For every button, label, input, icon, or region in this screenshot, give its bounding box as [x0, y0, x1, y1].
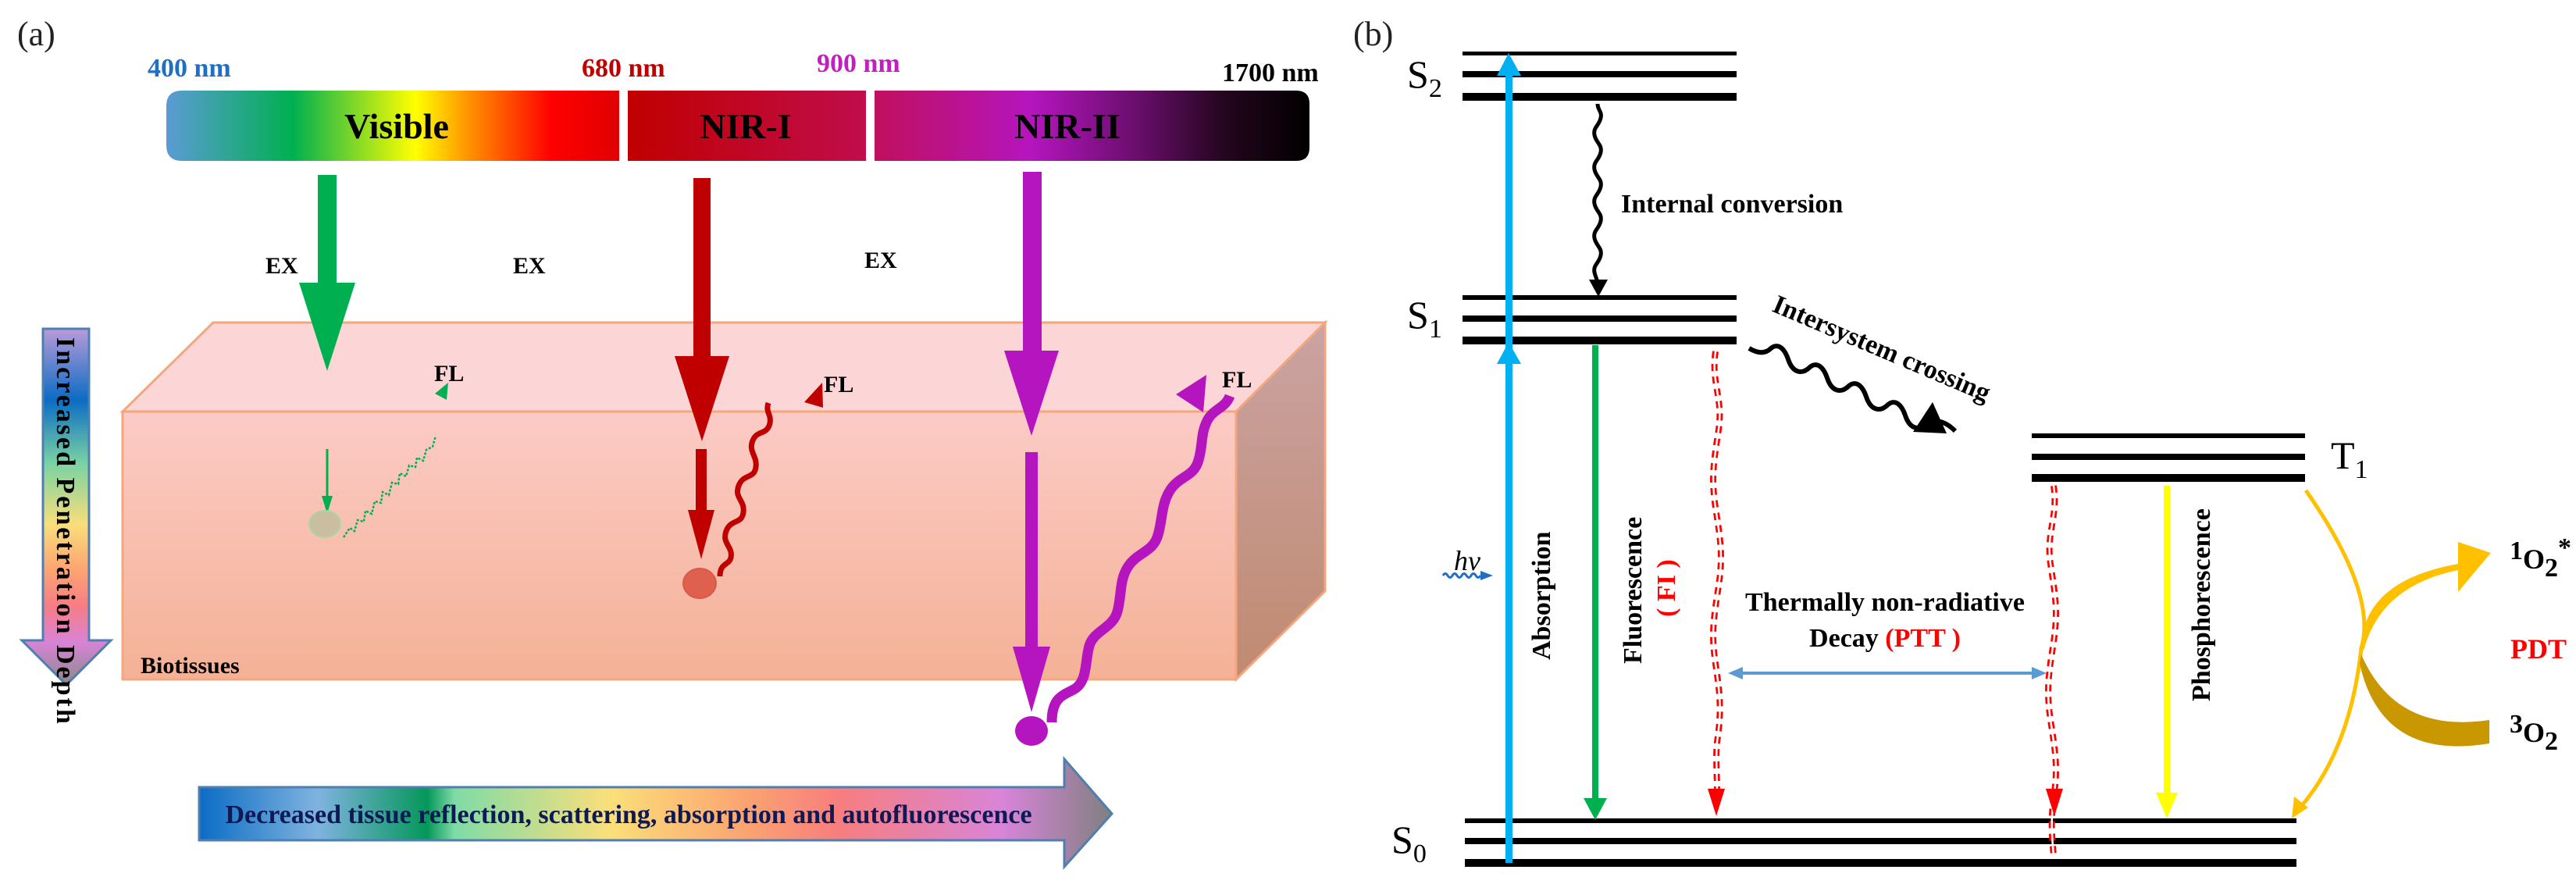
nonradiative-decay-s1	[1708, 351, 1725, 816]
decreased-scattering-label: Decreased tissue reflection, scattering,…	[225, 800, 1031, 829]
panel-a-label: (a)	[17, 15, 55, 53]
tissue-label: Biotissues	[141, 653, 240, 679]
pdt-label: PDT	[2510, 633, 2567, 665]
penetration-depth-label: Increased Penetration Depth	[51, 337, 80, 726]
visible-excitation-arrow	[299, 175, 355, 514]
t1-label: T1	[2331, 433, 2368, 484]
ex-label-nir2: EX	[864, 248, 897, 273]
visible-fluorescence-wave	[342, 383, 448, 538]
intersystem-crossing-arrow	[1748, 344, 1958, 433]
pdt-energy-transfer-arc	[2292, 489, 2367, 818]
thermal-decay-label-line1: Thermally non-radiative	[1745, 588, 2025, 617]
intersystem-crossing-label: Intersystem crossing	[1769, 290, 1994, 408]
photon-label: hv	[1454, 545, 1480, 576]
fl-label-visible: FL	[434, 361, 464, 387]
nir2-target	[1015, 716, 1048, 746]
singlet-oxygen-label: 1O2*	[2510, 533, 2571, 583]
spectrum-bar: Visible NIR-I NIR-II	[166, 91, 1309, 161]
t1-levels	[2032, 433, 2305, 482]
ex-label-nir1: EX	[513, 253, 546, 279]
photon-hv: hv	[1441, 545, 1493, 580]
band-visible	[166, 91, 619, 161]
pdt-oxygen-arrow	[2360, 542, 2491, 747]
nir1-excitation-arrow	[675, 178, 729, 559]
nir1-fluorescence-wave	[717, 383, 823, 577]
wavelength-400-label: 400 nm	[148, 54, 231, 83]
fl-label-nir1: FL	[824, 372, 853, 397]
fluorescence-abbr-label: ( FI )	[1652, 559, 1681, 617]
fluorescence-arrow	[1584, 345, 1607, 820]
absorption-arrow	[1497, 53, 1521, 863]
s2-label: S2	[1407, 52, 1442, 103]
band-nir2-label: NIR-II	[1014, 106, 1120, 146]
band-nir1	[628, 91, 866, 161]
nir2-fluorescence-wave	[1046, 375, 1235, 723]
visible-target	[308, 510, 341, 538]
panel-a: (a) 400 nm 680 nm 900 nm 1700 nm Visible…	[17, 15, 1328, 870]
band-visible-label: Visible	[344, 106, 449, 146]
panel-b: (b) S2 S1 S0 T1	[1353, 15, 2571, 868]
panel-b-label: (b)	[1353, 15, 1393, 53]
band-nir2	[875, 91, 1309, 161]
s1-label: S1	[1407, 293, 1442, 344]
s0-label: S0	[1391, 818, 1427, 868]
tissue-block: Biotissues	[119, 319, 1328, 683]
wavelength-680-label: 680 nm	[582, 54, 665, 83]
internal-conversion-arrow	[1589, 103, 1608, 297]
tissue-front-face	[121, 410, 1238, 681]
thermal-double-arrow	[1728, 667, 2047, 679]
thermal-decay-label-line2: Decay (PTT )	[1809, 624, 1961, 653]
ex-label-visible: EX	[265, 253, 298, 279]
internal-conversion-label: Internal conversion	[1621, 190, 1843, 219]
wavelength-900-label: 900 nm	[817, 49, 900, 78]
penetration-depth-arrow: Increased Penetration Depth	[19, 327, 114, 726]
absorption-label: Absorption	[1527, 532, 1556, 660]
band-nir1-label: NIR-I	[700, 106, 792, 146]
nonradiative-decay-t1	[2045, 485, 2063, 857]
s2-levels	[1463, 52, 1737, 101]
wavelength-1700-label: 1700 nm	[1222, 59, 1319, 87]
fl-label-nir2: FL	[1222, 367, 1252, 393]
nir2-excitation-arrow	[1004, 172, 1059, 712]
phosphorescence-arrow	[2156, 486, 2178, 818]
s0-levels	[1465, 818, 2296, 867]
nir1-target	[682, 568, 717, 599]
decreased-scattering-arrow: Decreased tissue reflection, scattering,…	[198, 755, 1114, 870]
phosphorescence-label: Phosphorescence	[2187, 508, 2216, 701]
s1-levels	[1463, 295, 1737, 344]
triplet-oxygen-label: 3O2	[2510, 710, 2558, 756]
fluorescence-label: Fluorescence	[1619, 517, 1648, 664]
